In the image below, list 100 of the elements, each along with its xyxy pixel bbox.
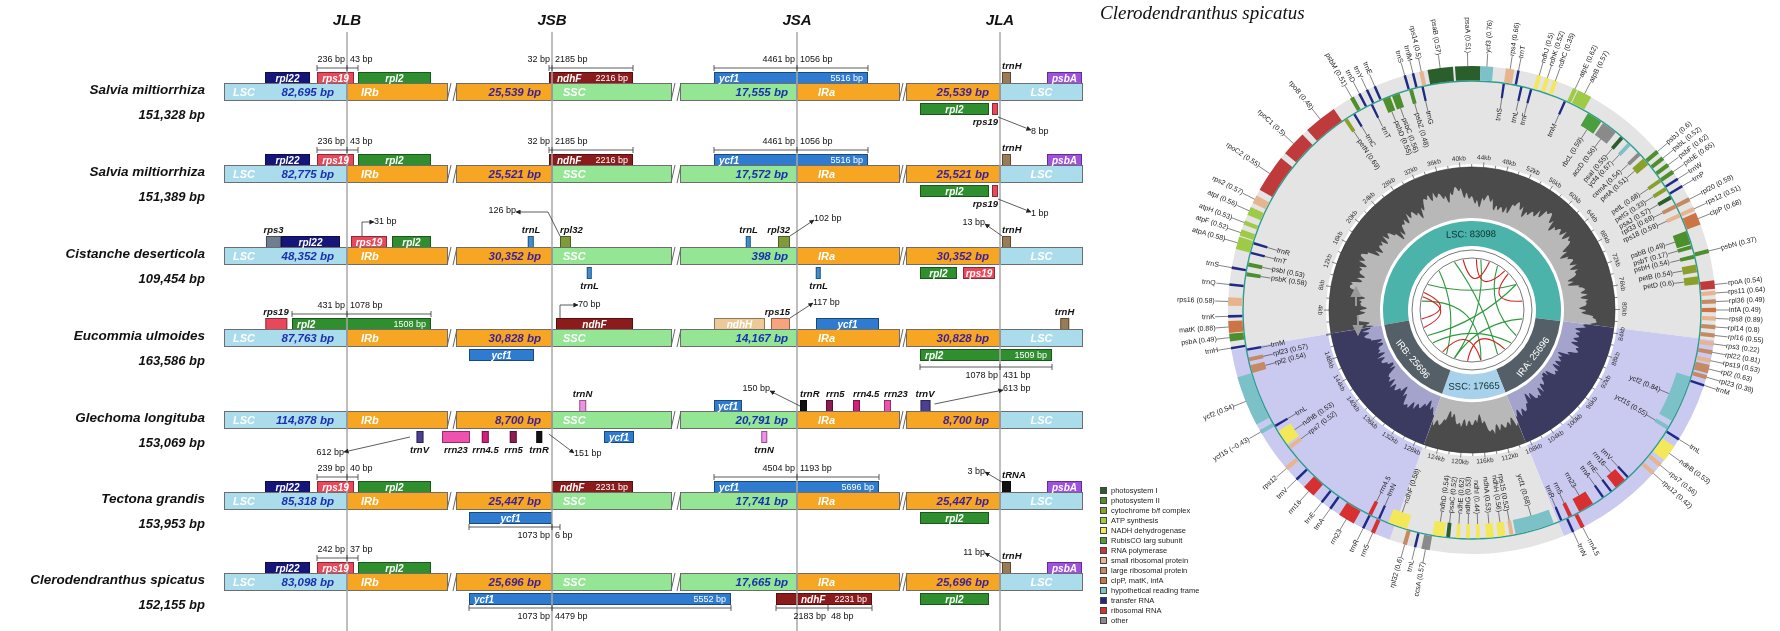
leader-line [1708, 247, 1722, 252]
leader-line [1670, 259, 1681, 263]
gene-block [1700, 280, 1716, 290]
length-label: 239 bp [317, 464, 345, 474]
length-label: 13 bp [962, 218, 985, 228]
species-name: Cistanche deserticola [65, 247, 205, 262]
gene-block [1329, 496, 1340, 510]
gene-block [1606, 469, 1625, 488]
leader-line [1538, 62, 1544, 76]
leader-line [1409, 60, 1414, 74]
genome-region-bar: IRa [797, 83, 900, 101]
genome-region-bar: 30,828 bp [456, 329, 552, 347]
gene-label: rrn5 [504, 444, 523, 455]
leader-line [1665, 241, 1676, 246]
leader-line [1644, 196, 1654, 203]
gene-block [1657, 195, 1672, 207]
gene-label: rps19 [972, 116, 998, 127]
leader-line [1605, 148, 1613, 157]
genome-region-bar: SSC [552, 165, 672, 183]
gene-block [1455, 66, 1481, 81]
leader-line [1215, 326, 1229, 329]
leader-line [1681, 179, 1694, 187]
leader-line [1653, 212, 1663, 218]
genome-region-bar: SSC [552, 247, 672, 265]
leader-line [1214, 300, 1229, 302]
leader-line [1594, 138, 1602, 148]
genome-size: 109,454 bp [138, 272, 205, 287]
length-label: 117 bp [813, 298, 840, 308]
gene-block [1672, 231, 1691, 249]
leader-line [1582, 527, 1589, 540]
gene-label: trnH [1002, 550, 1022, 561]
gene-block [1368, 500, 1379, 516]
gene-block [1650, 156, 1665, 169]
leader-line [1498, 511, 1501, 523]
gene-block [1496, 521, 1506, 537]
gene-block [1239, 229, 1256, 240]
length-label: 102 bp [814, 214, 842, 224]
length-label: 31 bp [374, 217, 397, 227]
gene-box: ndhH [714, 318, 765, 330]
leader-line [1712, 352, 1726, 355]
gene-box: rpl2 [920, 103, 989, 115]
gene-label: rps19 [972, 198, 998, 209]
leader-line [1216, 282, 1230, 285]
genome-region-bar: LSC [1000, 247, 1083, 265]
length-label: 1073 bp [517, 531, 550, 541]
gene-block [1456, 523, 1461, 538]
gene-block [1632, 158, 1649, 174]
gene-block [1514, 70, 1520, 85]
gene-block [1680, 206, 1695, 217]
genome-region-bar: IRb [347, 329, 448, 347]
gene-block [1411, 72, 1418, 88]
gene-label: rpl32 [560, 224, 583, 235]
leader-line [1547, 65, 1552, 79]
gene-box: rpl2 [392, 236, 431, 248]
length-label: 4461 bp [762, 55, 795, 65]
length-label: 1056 bp [800, 55, 833, 65]
leader-line [1438, 54, 1441, 69]
species-name: Eucommia ulmoides [73, 329, 205, 344]
gene-block [1259, 423, 1275, 434]
genome-region-bar: SSC [552, 83, 672, 101]
length-label: 11 bp [963, 548, 985, 558]
leader-line [1715, 318, 1730, 320]
length-label: 151 bp [574, 449, 602, 459]
junction-label: JLB [332, 12, 362, 29]
leader-line [1667, 156, 1679, 166]
gene-block [1382, 96, 1396, 113]
gene-label: tRNA [1002, 469, 1026, 480]
gene-block [1647, 454, 1662, 467]
length-label: 431 bp [1003, 371, 1031, 381]
gene-box: psbA [1047, 72, 1082, 84]
gene-label: trnL [739, 224, 758, 235]
gene-block [1693, 361, 1710, 374]
gene-block [1562, 502, 1573, 517]
gene-block [1350, 96, 1361, 112]
gene-block [1413, 533, 1420, 548]
gene-block [1593, 484, 1604, 498]
leader-line [1678, 439, 1691, 447]
species-name: Clerodendranthus spicatus [30, 573, 205, 588]
leader-line [1507, 510, 1510, 522]
gene-block [1661, 204, 1677, 215]
gene-label: trnL [809, 280, 828, 291]
genome-region-bar: IRa [797, 492, 900, 510]
genome-size: 151,389 bp [138, 190, 205, 205]
leader-line [1300, 432, 1310, 440]
leader-line [1422, 549, 1426, 563]
leader-line [1715, 326, 1729, 329]
leader-line [1400, 62, 1406, 76]
gene-box: rpl2 [358, 562, 431, 574]
gene-block [1365, 89, 1375, 104]
gene-block [1419, 70, 1427, 86]
leader-line [1657, 142, 1668, 152]
genome-region-bar: 14,167 bp [680, 329, 797, 347]
length-label: 1073 bp [517, 612, 550, 622]
leader-line [1339, 518, 1347, 531]
leader-line [1236, 205, 1250, 212]
gene-box: rpl22 [265, 562, 310, 574]
gene-block [1665, 177, 1679, 188]
genome-region-bar: 25,539 bp [456, 83, 552, 101]
gene-label: trnL [580, 280, 599, 291]
leader-line [1710, 360, 1724, 364]
